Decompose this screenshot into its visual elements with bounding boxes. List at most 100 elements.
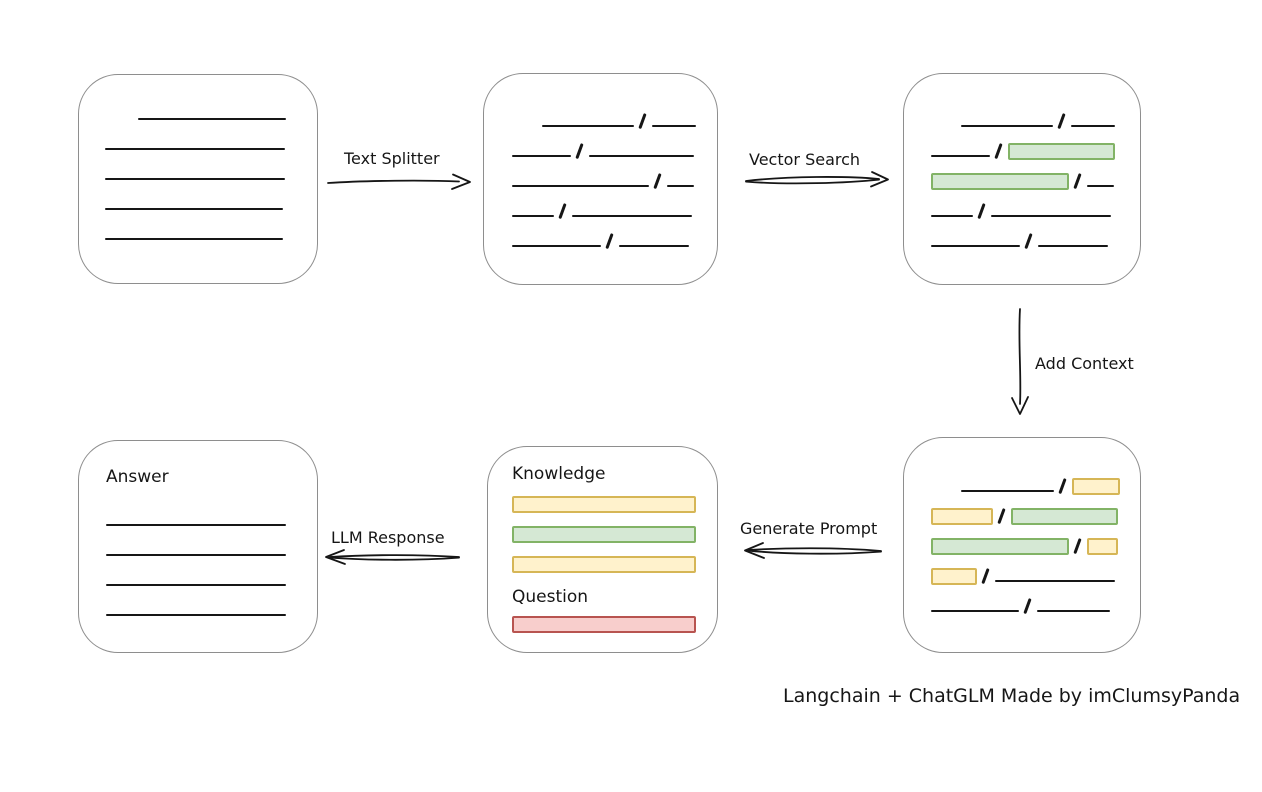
green-highlight-chunk xyxy=(1007,143,1115,160)
text-line-segment xyxy=(105,238,283,240)
split-text-box xyxy=(483,73,718,285)
text-line-segment xyxy=(990,215,1111,217)
text-line-row xyxy=(106,526,317,556)
text-line-segment xyxy=(931,155,990,157)
text-line-segment xyxy=(512,215,554,217)
text-line-row xyxy=(105,210,317,240)
text-line-row xyxy=(931,127,1140,160)
text-line-segment xyxy=(106,554,286,556)
vector-search-label: Vector Search xyxy=(749,150,861,169)
knowledge-bars xyxy=(512,496,717,573)
text-line-row xyxy=(105,150,317,180)
text-line-segment xyxy=(994,580,1115,582)
yellow-highlight-chunk xyxy=(1086,538,1118,555)
text-line-segment xyxy=(666,185,694,187)
text-line-row xyxy=(106,586,317,616)
text-line-segment xyxy=(106,524,286,526)
indent-gap xyxy=(931,491,961,492)
yellow-highlight-chunk xyxy=(931,568,977,585)
question-heading: Question xyxy=(512,587,589,607)
text-line-segment xyxy=(961,125,1053,127)
text-line-segment xyxy=(571,215,692,217)
text-line-segment xyxy=(651,125,696,127)
text-line-row xyxy=(106,556,317,586)
text-line-segment xyxy=(512,245,601,247)
text-line-row xyxy=(931,157,1140,190)
text-line-segment xyxy=(931,610,1019,612)
text-line-segment xyxy=(961,490,1054,492)
source-document-box xyxy=(78,74,318,284)
prompt-box: Knowledge Question xyxy=(487,446,718,653)
text-line-segment xyxy=(1036,610,1110,612)
red-bar xyxy=(512,616,696,633)
question-bars xyxy=(512,616,717,633)
indent-gap xyxy=(512,126,542,127)
text-line-segment xyxy=(542,125,634,127)
text-line-row xyxy=(105,180,317,210)
text-line-row xyxy=(512,187,717,219)
knowledge-heading: Knowledge xyxy=(512,464,606,484)
text-line-row xyxy=(105,120,317,150)
text-line-segment xyxy=(588,155,694,157)
text-line-row xyxy=(931,522,1140,555)
context-chunks-lines xyxy=(931,462,1140,614)
generate-prompt-label: Generate Prompt xyxy=(740,519,878,538)
text-line-row xyxy=(512,217,717,249)
text-line-row xyxy=(931,582,1140,614)
text-line-row xyxy=(931,97,1140,129)
green-highlight-chunk xyxy=(931,538,1069,555)
answer-lines xyxy=(106,496,317,616)
text-line-row xyxy=(931,187,1140,219)
text-splitter-label: Text Splitter xyxy=(344,149,440,168)
vector-matches-box xyxy=(903,73,1141,285)
split-text-lines xyxy=(512,97,717,249)
source-document-lines xyxy=(105,90,317,240)
text-line-segment xyxy=(105,178,285,180)
generate-prompt-arrow-icon xyxy=(744,542,882,559)
yellow-highlight-chunk xyxy=(1071,478,1120,495)
text-line-segment xyxy=(931,215,973,217)
text-line-segment xyxy=(138,118,286,120)
text-line-segment xyxy=(1070,125,1115,127)
vector-matches-lines xyxy=(931,97,1140,249)
diagram-caption: Langchain + ChatGLM Made by imClumsyPand… xyxy=(783,685,1241,707)
text-line-row xyxy=(931,492,1140,525)
text-line-row xyxy=(931,462,1140,495)
add-context-label: Add Context xyxy=(1035,354,1134,373)
text-line-segment xyxy=(1086,185,1114,187)
split-slash-mark xyxy=(1024,233,1033,249)
yellow-bar xyxy=(512,556,696,573)
text-line-segment xyxy=(512,155,571,157)
text-line-segment xyxy=(512,185,649,187)
answer-heading: Answer xyxy=(106,467,169,487)
text-line-row xyxy=(512,97,717,129)
text-line-segment xyxy=(618,245,689,247)
text-line-segment xyxy=(106,584,286,586)
green-highlight-chunk xyxy=(931,173,1069,190)
text-line-row xyxy=(512,157,717,189)
text-line-segment xyxy=(105,208,283,210)
green-bar xyxy=(512,526,696,543)
text-line-segment xyxy=(1037,245,1108,247)
text-line-row xyxy=(931,217,1140,249)
text-line-segment xyxy=(105,148,285,150)
context-chunks-box xyxy=(903,437,1141,653)
green-highlight-chunk xyxy=(1010,508,1118,525)
text-line-row xyxy=(512,127,717,159)
llm-response-label: LLM Response xyxy=(331,528,445,547)
text-line-segment xyxy=(106,614,286,616)
text-line-row xyxy=(931,552,1140,585)
vector-search-arrow-icon xyxy=(745,171,889,188)
answer-box: Answer xyxy=(78,440,318,653)
add-context-arrow-icon xyxy=(1011,308,1029,415)
yellow-bar xyxy=(512,496,696,513)
indent-gap xyxy=(931,126,961,127)
split-slash-mark xyxy=(605,233,614,249)
split-slash-mark xyxy=(1023,598,1032,614)
indent-gap xyxy=(105,119,138,120)
text-line-row xyxy=(106,496,317,526)
text-line-row xyxy=(105,90,317,120)
text-splitter-arrow-icon xyxy=(327,173,471,190)
llm-response-arrow-icon xyxy=(325,549,460,565)
